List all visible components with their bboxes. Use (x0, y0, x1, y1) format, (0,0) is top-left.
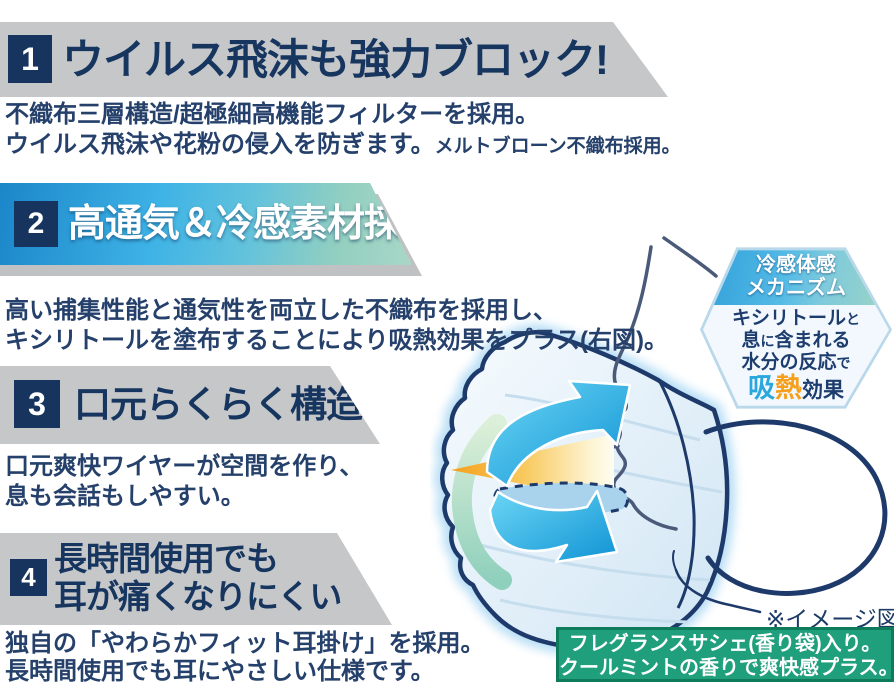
hexagon-effect-line: 吸熱効果 (748, 373, 844, 403)
feature-1-description: 不織布三層構造/超極細高機能フィルターを採用。 ウイルス飛沫や花粉の侵入を防ぎま… (5, 100, 681, 162)
ear-loop (703, 419, 888, 596)
feature-4-number-badge: 4 (10, 559, 47, 596)
feature-2-desc-line2: キシリトールを塗布することにより吸熱効果をプラス(右図)。 (5, 327, 669, 354)
hexagon-line2: 息に含まれる (741, 330, 851, 351)
airflow-arrow-up-icon (485, 379, 632, 488)
head-top-line (662, 236, 718, 278)
feature-3-desc-line1: 口元爽快ワイヤーが空間を作り、 (5, 453, 364, 480)
feature-1-desc-line1: 不織布三層構造/超極細高機能フィルターを採用。 (5, 101, 540, 128)
feature-1-desc-note: メルトブローン不織布採用。 (434, 136, 681, 157)
hexagon-line1: キシリトールと (731, 308, 860, 329)
feature-4-description: 独自の「やわらかフィット耳掛け」を採用。 長時間使用でも耳にやさしい仕様です。 (5, 630, 485, 685)
mask-face-illustration (434, 236, 888, 656)
image-note-leader-tip (671, 550, 677, 571)
feature-2-banner-gradient: 2 高通気＆冷感素材採用! (0, 183, 412, 265)
feature-4-title: 長時間使用でも 耳が痛くなりにくい (54, 540, 342, 616)
feature-3-number-badge: 3 (14, 380, 60, 428)
feature-4-title-line2: 耳が痛くなりにくい (54, 578, 342, 615)
fragrance-line1: フレグランスサシェ(香り袋)入り。 (568, 633, 882, 655)
feature-2-banner: 2 高通気＆冷感素材採用! (0, 183, 424, 276)
feature-2-number-badge: 2 (14, 201, 58, 247)
feature-3-banner: 3 口元らくらく構造 (0, 366, 380, 444)
hexagon-body: 冷感体感 メカニズム キシリトールと 息に含まれる 水分の反応で 吸熱効果 (703, 250, 889, 406)
feature-3-title: 口元らくらく構造 (74, 384, 363, 425)
feature-2-description: 高い捕集性能と通気性を両立した不織布を採用し、 キシリトールを塗布することにより… (5, 296, 668, 356)
feature-1-desc-line2: ウイルス飛沫や花粉の侵入を防ぎます。メルトブローン不織布採用。 (5, 131, 681, 158)
fragrance-line2: クールミントの香りで爽快感プラス。 (559, 657, 894, 679)
hexagon-line3: 水分の反応で (741, 352, 851, 373)
fragrance-callout-box: フレグランスサシェ(香り袋)入り。 クールミントの香りで爽快感プラス。 (556, 627, 894, 682)
hexagon-title: 冷感体感 メカニズム (746, 254, 846, 299)
feature-1-title: ウイルス飛沫も強力ブロック! (62, 36, 609, 83)
feature-2-title: 高通気＆冷感素材採用! (68, 203, 450, 245)
mask-cheek-seam (658, 381, 696, 609)
feature-4-desc-line1: 独自の「やわらかフィット耳掛け」を採用。 (5, 630, 485, 657)
feature-3-description: 口元爽快ワイヤーが空間を作り、 息も会話もしやすい。 (5, 452, 363, 512)
cooling-mechanism-badge: 冷感体感 メカニズム キシリトールと 息に含まれる 水分の反応で 吸熱効果 (700, 244, 892, 412)
feature-1-banner: 1 ウイルス飛沫も強力ブロック! (0, 22, 668, 97)
feature-3-desc-line2: 息も会話もしやすい。 (5, 483, 245, 510)
feature-4-desc-line2: 長時間使用でも耳にやさしい仕様です。 (5, 658, 435, 685)
feature-4-title-line1: 長時間使用でも (54, 540, 279, 577)
feature-2-desc-line1: 高い捕集性能と通気性を両立した不織布を採用し、 (5, 297, 557, 324)
feature-4-banner: 4 長時間使用でも 耳が痛くなりにくい (0, 533, 392, 625)
image-note-leader-line (674, 568, 762, 614)
feature-1-number-badge: 1 (8, 35, 52, 83)
hexagon-description: キシリトールと 息に含まれる 水分の反応で 吸熱効果 (703, 308, 889, 405)
forehead-line (612, 245, 653, 384)
airflow-arrow-down-icon (488, 489, 619, 564)
airflow-loop-band (451, 414, 512, 590)
